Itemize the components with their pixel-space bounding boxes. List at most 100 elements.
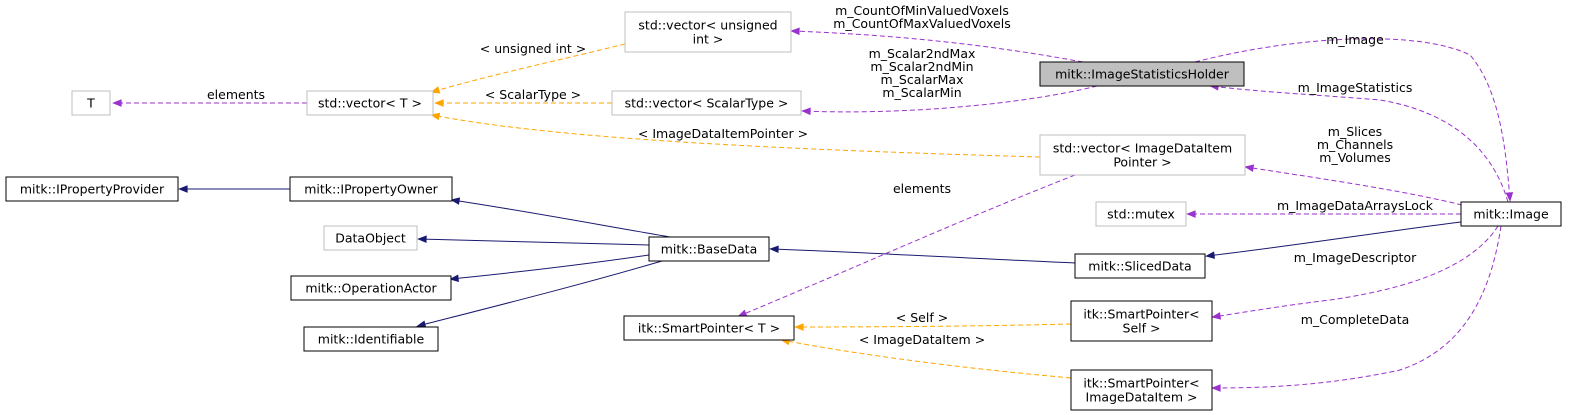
- node-box: [648, 236, 770, 262]
- node-box: [1070, 369, 1213, 411]
- edge-line: [782, 340, 1072, 379]
- node-box: [1039, 61, 1245, 87]
- edge-line: [1213, 225, 1502, 388]
- edge-label: < ImageDataItem >: [859, 332, 985, 347]
- edge-label: < ImageDataItemPointer >: [638, 126, 808, 141]
- edge-image-sliced: [1207, 221, 1462, 256]
- edge-scalar-vecT: < ScalarType >: [436, 87, 612, 103]
- node-iprovider[interactable]: mitk::IPropertyProvider: [5, 176, 179, 202]
- node-box: [1460, 201, 1562, 227]
- edge-label: m_ImageDataArraysLock: [1277, 198, 1434, 213]
- edge-label: m_Channels: [1317, 137, 1393, 152]
- node-basedata[interactable]: mitk::BaseData: [648, 236, 770, 262]
- node-vector-scalar[interactable]: std::vector< ScalarType >: [611, 90, 802, 116]
- edge-line: [796, 324, 1072, 327]
- edge-holder-image: m_Image: [1194, 32, 1510, 200]
- node-dataobject[interactable]: DataObject: [323, 225, 418, 251]
- edge-label: m_ScalarMax: [880, 72, 963, 87]
- edge-line: [419, 239, 650, 246]
- edge-label: m_Image: [1326, 32, 1384, 47]
- node-box: [611, 90, 802, 116]
- edge-item-smartT: < ImageDataItem >: [782, 332, 1072, 379]
- node-box: [306, 90, 434, 116]
- node-label: mitk::IPropertyOwner: [304, 182, 438, 197]
- node-mutex[interactable]: std::mutex: [1095, 201, 1187, 227]
- node-label: mitk::ImageStatisticsHolder: [1055, 67, 1230, 82]
- node-label: Pointer >: [1113, 155, 1171, 170]
- edge-holder-uint: m_CountOfMinValuedVoxelsm_CountOfMaxValu…: [792, 3, 1084, 63]
- node-identifiable[interactable]: mitk::Identifiable: [303, 326, 439, 352]
- edge-label: m_CountOfMaxValuedVoxels: [833, 16, 1010, 31]
- node-image[interactable]: mitk::Image: [1460, 201, 1562, 227]
- node-label: std::vector< ImageDataItem: [1053, 141, 1232, 156]
- edge-label: elements: [893, 181, 951, 196]
- node-box: [1039, 134, 1246, 176]
- edge-basedata-identifiable: [418, 260, 663, 326]
- node-label: mitk::SlicedData: [1088, 259, 1191, 274]
- node-vector-T[interactable]: std::vector< T >: [306, 90, 434, 116]
- edge-line: [739, 174, 1076, 316]
- node-label: std::vector< T >: [318, 96, 422, 111]
- edge-label: m_Slices: [1328, 124, 1382, 139]
- node-label: ImageDataItem >: [1086, 390, 1198, 405]
- edge-self-smartT: < Self >: [796, 310, 1072, 327]
- node-box: [323, 225, 418, 251]
- edge-basedata-opactor: [451, 254, 650, 279]
- edge-image-mutex: m_ImageDataArraysLock: [1188, 198, 1461, 214]
- edge-line: [1194, 38, 1510, 200]
- edge-imgptr-smartT: elements: [739, 174, 1076, 316]
- node-smartptr-item[interactable]: itk::SmartPointer<ImageDataItem >: [1070, 369, 1213, 411]
- edge-label: m_ImageDescriptor: [1294, 250, 1417, 265]
- node-sliced[interactable]: mitk::SlicedData: [1074, 253, 1206, 279]
- node-box: [623, 315, 795, 341]
- node-box: [289, 176, 453, 202]
- edge-line: [771, 249, 1076, 264]
- node-label: std::vector< unsigned: [638, 18, 777, 33]
- node-vector-imgptr[interactable]: std::vector< ImageDataItemPointer >: [1039, 134, 1246, 176]
- node-box: [1095, 201, 1187, 227]
- node-label: mitk::Image: [1473, 207, 1549, 222]
- edge-label: m_CompleteData: [1301, 312, 1410, 327]
- node-box: [1070, 300, 1213, 342]
- edge-line: [432, 115, 1041, 158]
- node-T[interactable]: T: [71, 90, 111, 116]
- node-label: itk::SmartPointer< T >: [638, 321, 780, 336]
- node-iowner[interactable]: mitk::IPropertyOwner: [289, 176, 453, 202]
- edge-label: m_Scalar2ndMin: [870, 59, 973, 74]
- node-smartptr-self[interactable]: itk::SmartPointer<Self >: [1070, 300, 1213, 342]
- edge-imgptr-vecT: < ImageDataItemPointer >: [432, 115, 1041, 158]
- edge-line: [1246, 167, 1463, 206]
- edge-label: < Self >: [896, 310, 948, 325]
- edge-label: elements: [207, 87, 265, 102]
- edge-basedata-iowner: [452, 200, 671, 238]
- node-opactor[interactable]: mitk::OperationActor: [290, 275, 452, 301]
- node-smartptr-T[interactable]: itk::SmartPointer< T >: [623, 315, 795, 341]
- edge-label: m_ImageStatistics: [1298, 80, 1413, 95]
- node-label: T: [86, 96, 95, 111]
- node-label: int >: [693, 32, 724, 47]
- node-label: DataObject: [335, 231, 406, 246]
- edge-line: [1207, 221, 1462, 256]
- node-box: [290, 275, 452, 301]
- node-label: mitk::Identifiable: [318, 332, 425, 347]
- edge-label: m_Scalar2ndMax: [869, 46, 976, 61]
- edge-basedata-dataobject: [419, 239, 650, 246]
- node-label: Self >: [1123, 321, 1161, 336]
- node-label: itk::SmartPointer<: [1083, 376, 1199, 391]
- edge-label: < unsigned int >: [480, 41, 586, 56]
- node-label: mitk::BaseData: [661, 242, 758, 257]
- node-box: [71, 90, 111, 116]
- node-box: [303, 326, 439, 352]
- edge-line: [451, 254, 650, 279]
- edge-sliced-basedata: [771, 249, 1076, 264]
- edge-image-holder: m_ImageStatistics: [1211, 80, 1509, 203]
- edge-image-item: m_CompleteData: [1213, 225, 1502, 388]
- node-box: [624, 11, 792, 53]
- edge-label: m_Volumes: [1319, 150, 1390, 165]
- edge-image-self: m_ImageDescriptor: [1213, 225, 1499, 317]
- edge-vecT-T: elements: [114, 87, 307, 103]
- node-holder[interactable]: mitk::ImageStatisticsHolder: [1039, 61, 1245, 87]
- edge-holder-scalar: m_Scalar2ndMaxm_Scalar2ndMinm_ScalarMaxm…: [803, 46, 1098, 112]
